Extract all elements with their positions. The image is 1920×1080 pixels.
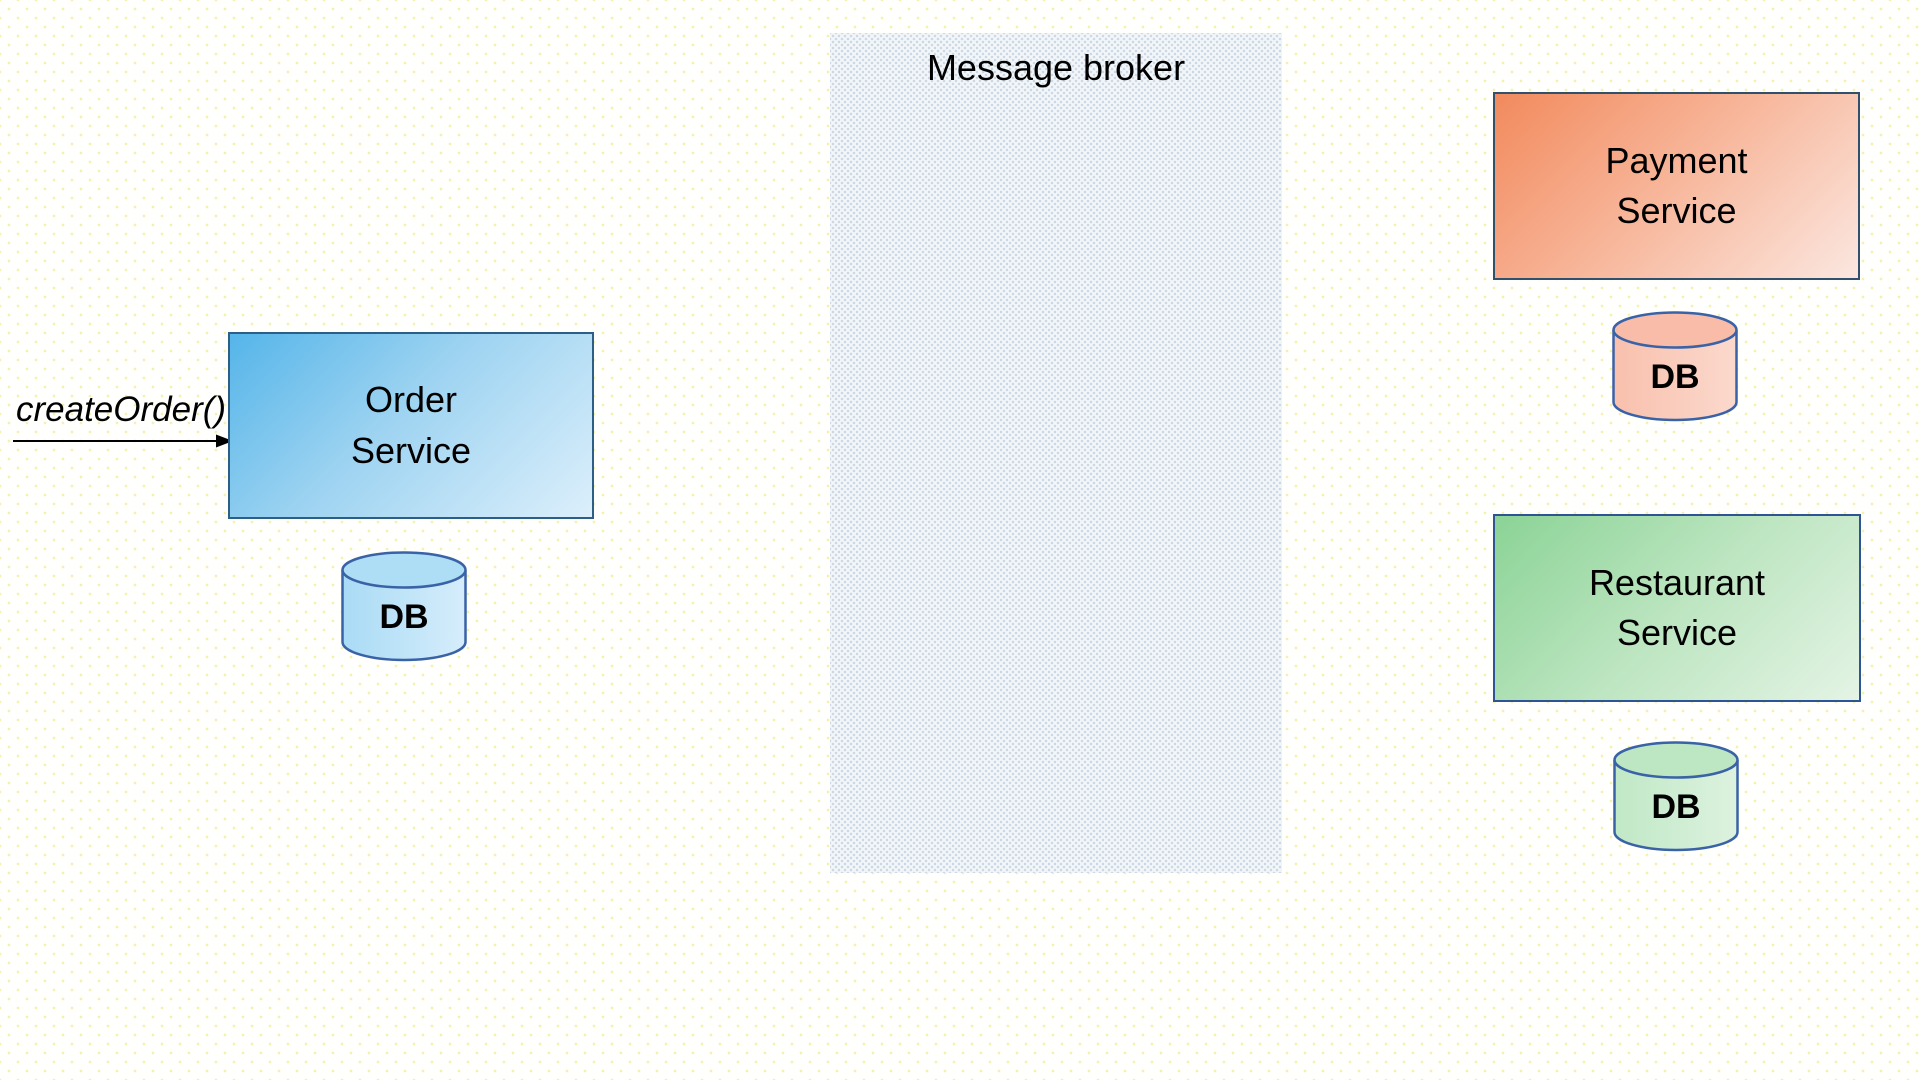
message-broker-panel: Message broker [830, 33, 1282, 873]
message-broker-title: Message broker [926, 47, 1186, 88]
payment-db-cylinder: DB [1612, 311, 1738, 422]
order-service-node: Order Service [228, 332, 594, 519]
order-db-top [341, 551, 467, 589]
order-db-body [341, 570, 467, 662]
payment-db-body [1612, 330, 1738, 422]
restaurant-db-cylinder: DB [1613, 741, 1739, 852]
payment-db-top [1612, 311, 1738, 349]
create-order-label: createOrder() [16, 390, 227, 429]
payment-service-node: Payment Service [1493, 92, 1860, 280]
arrow-head-icon [216, 434, 233, 448]
order-service-label-line2: Service [350, 429, 472, 471]
restaurant-db-body [1613, 760, 1739, 852]
payment-service-label-line2: Service [1616, 190, 1737, 231]
payment-service-label-line1: Payment [1605, 139, 1748, 181]
payment-db-label: DB [1650, 358, 1699, 396]
order-service-label-line1: Order [364, 379, 458, 421]
restaurant-db-top [1613, 741, 1739, 779]
restaurant-service-node: Restaurant Service [1493, 514, 1861, 702]
restaurant-db-label: DB [1651, 788, 1700, 826]
order-db-label: DB [379, 598, 428, 636]
create-order-arrow [13, 434, 233, 448]
restaurant-service-label-line2: Service [1616, 612, 1738, 653]
order-db-cylinder: DB [341, 551, 467, 662]
restaurant-service-label-line1: Restaurant [1588, 561, 1766, 603]
